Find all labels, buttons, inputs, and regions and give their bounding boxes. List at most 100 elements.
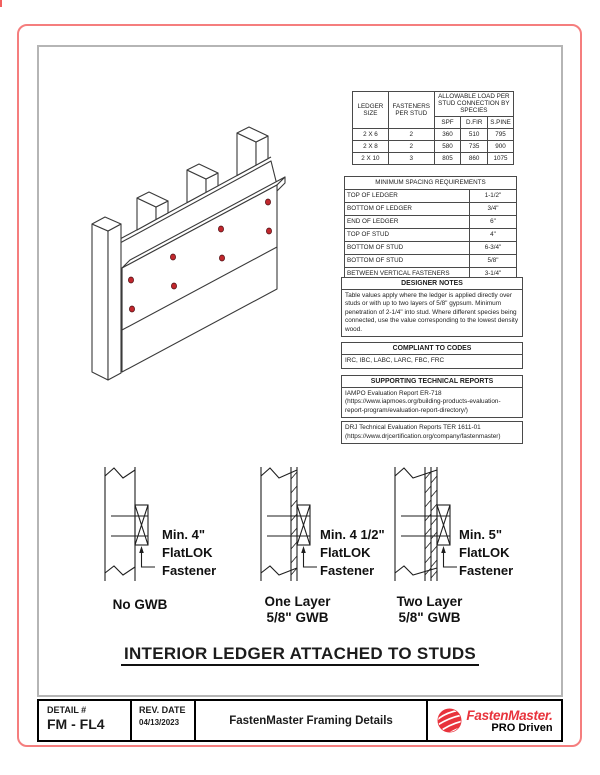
end-stud [91,216,122,381]
species-spine: S.PINE [487,115,514,129]
col-header-allowable-load: ALLOWABLE LOAD PER STUD CONNECTION BY SP… [433,91,515,117]
spacing-requirements-table: MINIMUM SPACING REQUIREMENTS TOP OF LEDG… [344,176,517,281]
spacing-value: 4" [469,228,517,242]
spacing-label: END OF LEDGER [344,215,470,229]
report-url: (https://www.iapmoes.org/building-produc… [345,398,501,414]
cell-size: 2 X 6 [352,127,389,141]
allowable-load-table: LEDGER SIZE FASTENERS PER STUD ALLOWABLE… [352,91,515,165]
sheet-title-text: INTERIOR LEDGER ATTACHED TO STUDS [120,644,480,666]
cell-spine: 1075 [487,151,514,165]
detail-number-label: DETAIL # [47,705,87,715]
callout-line: FlatLOK [320,545,371,560]
spacing-value: 6-3/4" [469,241,517,255]
rev-date-box: REV. DATE 04/13/2023 [130,699,196,742]
rev-date-label: REV. DATE [139,705,186,715]
stud-top-2 [136,191,169,231]
drawing-frame [37,45,563,697]
spacing-table-title: MINIMUM SPACING REQUIREMENTS [344,176,517,190]
caption-line: One Layer [264,594,331,609]
stud-section-no-gwb [104,467,155,581]
fastenmaster-screw-icon [437,708,462,733]
cell-spine: 795 [487,127,514,141]
spacing-label: BOTTOM OF LEDGER [344,202,470,216]
cell-dfir: 510 [460,127,489,141]
rev-date-value: 04/13/2023 [139,718,180,727]
brand-logo-box: FastenMaster. PRO Driven [426,699,563,742]
cell-dfir: 735 [460,139,489,153]
cell-fasteners: 2 [387,127,435,141]
brand-tagline: PRO Driven [491,721,553,734]
leader-arrow [441,546,446,553]
callout-line: Fastener [459,563,514,578]
callout-line: Min. 4 1/2" [320,527,385,542]
cell-spf: 580 [433,139,462,153]
spacing-value: 5/8" [469,254,517,268]
spacing-label: BOTTOM OF STUD [344,254,470,268]
fastener-callout-3: Min. 5" FlatLOK Fastener [459,526,513,580]
stud-top-3 [186,163,219,204]
fastener-callout-1: Min. 4" FlatLOK Fastener [162,526,216,580]
callout-line: Fastener [162,563,217,578]
table-row: 2 X 8 2 580 735 900 [352,139,514,153]
col-header-ledger-size: LEDGER SIZE [352,91,389,129]
spacing-value: 6" [469,215,517,229]
caption-no-gwb: No GWB [85,597,195,613]
stud-top-4 [236,126,269,177]
callout-line: Min. 4" [162,527,205,542]
report-url: (https://www.drjcertification.org/compan… [345,432,501,440]
spacing-label: TOP OF LEDGER [344,189,470,203]
table-row: 2 X 6 2 360 510 795 [352,127,514,141]
spacing-value: 3/4" [469,202,517,216]
fastener-heads [128,198,272,313]
col-header-fasteners: FASTENERS PER STUD [387,91,435,129]
callout-line: FlatLOK [162,545,213,560]
caption-line: Two Layer [396,594,463,609]
brand-name: FastenMaster. [466,707,553,723]
caption-line: 5/8" GWB [398,610,461,625]
cell-spine: 900 [487,139,514,153]
callout-line: FlatLOK [459,545,510,560]
title-block: DETAIL # FM - FL4 REV. DATE 04/13/2023 F… [37,699,563,742]
cell-size: 2 X 10 [352,151,389,165]
spacing-label: TOP OF STUD [344,228,470,242]
spacing-value: 1-1/2" [469,189,517,203]
species-spf: SPF [433,115,462,129]
species-dfir: D.FIR [460,115,489,129]
report-item: IAMPO Evaluation Report ER-718 (https://… [341,386,523,419]
table-row: 2 X 10 3 805 860 1075 [352,151,514,165]
leader-arrow [139,546,144,553]
detail-number-box: DETAIL # FM - FL4 [37,699,132,742]
cell-spf: 360 [433,127,462,141]
stud-section-one-layer-gwb [260,467,317,581]
report-name: DRJ Technical Evaluation Reports TER 161… [345,424,481,432]
cell-dfir: 860 [460,151,489,165]
spacing-label: BOTTOM OF STUD [344,241,470,255]
caption-one-layer: One Layer 5/8" GWB [240,594,355,626]
callout-line: Fastener [320,563,375,578]
caption-line: 5/8" GWB [266,610,329,625]
corner-artifact [0,0,2,7]
fastener-callout-2: Min. 4 1/2" FlatLOK Fastener [320,526,385,580]
cell-spf: 805 [433,151,462,165]
caption-line: No GWB [112,597,168,612]
caption-two-layer: Two Layer 5/8" GWB [372,594,487,626]
doc-title-box: FastenMaster Framing Details [194,699,428,742]
cell-fasteners: 2 [387,139,435,153]
report-name: IAMPO Evaluation Report ER-718 [345,389,442,397]
leader-arrow [301,546,306,553]
cell-fasteners: 3 [387,151,435,165]
designer-notes-body: Table values apply where the ledger is a… [341,289,523,338]
sheet-title: INTERIOR LEDGER ATTACHED TO STUDS [37,644,563,666]
detail-number-value: FM - FL4 [47,716,105,732]
report-item: DRJ Technical Evaluation Reports TER 161… [341,421,523,444]
codes-body: IRC, IBC, LABC, LARC, FBC, FRC [341,354,523,369]
doc-title-text: FastenMaster Framing Details [229,714,393,727]
page-border [17,24,582,747]
